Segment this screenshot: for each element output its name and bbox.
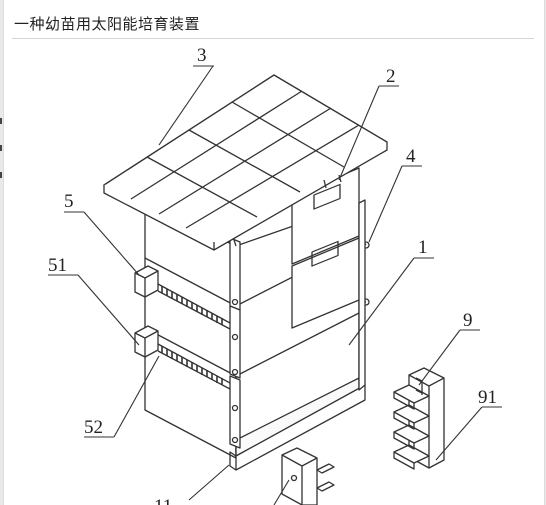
part-label-9: 9	[463, 310, 473, 331]
tray-holder-bottom	[281, 447, 335, 505]
part-label-91: 91	[478, 387, 497, 408]
panel-window-upper	[313, 183, 341, 210]
part-label-51: 51	[48, 255, 67, 276]
page-title: 一种幼苗用太阳能培育装置	[14, 15, 201, 33]
part-label-5: 5	[64, 191, 74, 212]
side-plate-mid	[229, 305, 241, 379]
tray-holder-right	[393, 367, 445, 470]
motor-box-upper	[134, 265, 159, 298]
back-slot-panel	[358, 199, 366, 391]
title-divider	[12, 38, 534, 39]
threaded-rod-lower	[157, 343, 231, 390]
cabinet-base-rail	[235, 384, 366, 471]
side-plate-bottom	[229, 375, 241, 449]
edge-mark	[0, 145, 2, 151]
part-label-4: 4	[406, 146, 416, 167]
panel-window-lower	[311, 240, 339, 267]
part-label-11: 11	[154, 496, 172, 505]
part-label-52: 52	[84, 417, 103, 438]
patent-drawing: 3 2 4 5 1 51 9 91 52 11	[48, 45, 502, 505]
motor-box-lower	[134, 325, 159, 358]
part-label-2: 2	[386, 66, 396, 87]
threaded-rod-upper	[157, 283, 231, 330]
figure-panel: 一种幼苗用太阳能培育装置	[3, 0, 545, 505]
part-label-1: 1	[418, 237, 428, 258]
edge-mark	[0, 118, 2, 124]
edge-mark	[0, 172, 2, 178]
part-label-3: 3	[197, 45, 207, 66]
